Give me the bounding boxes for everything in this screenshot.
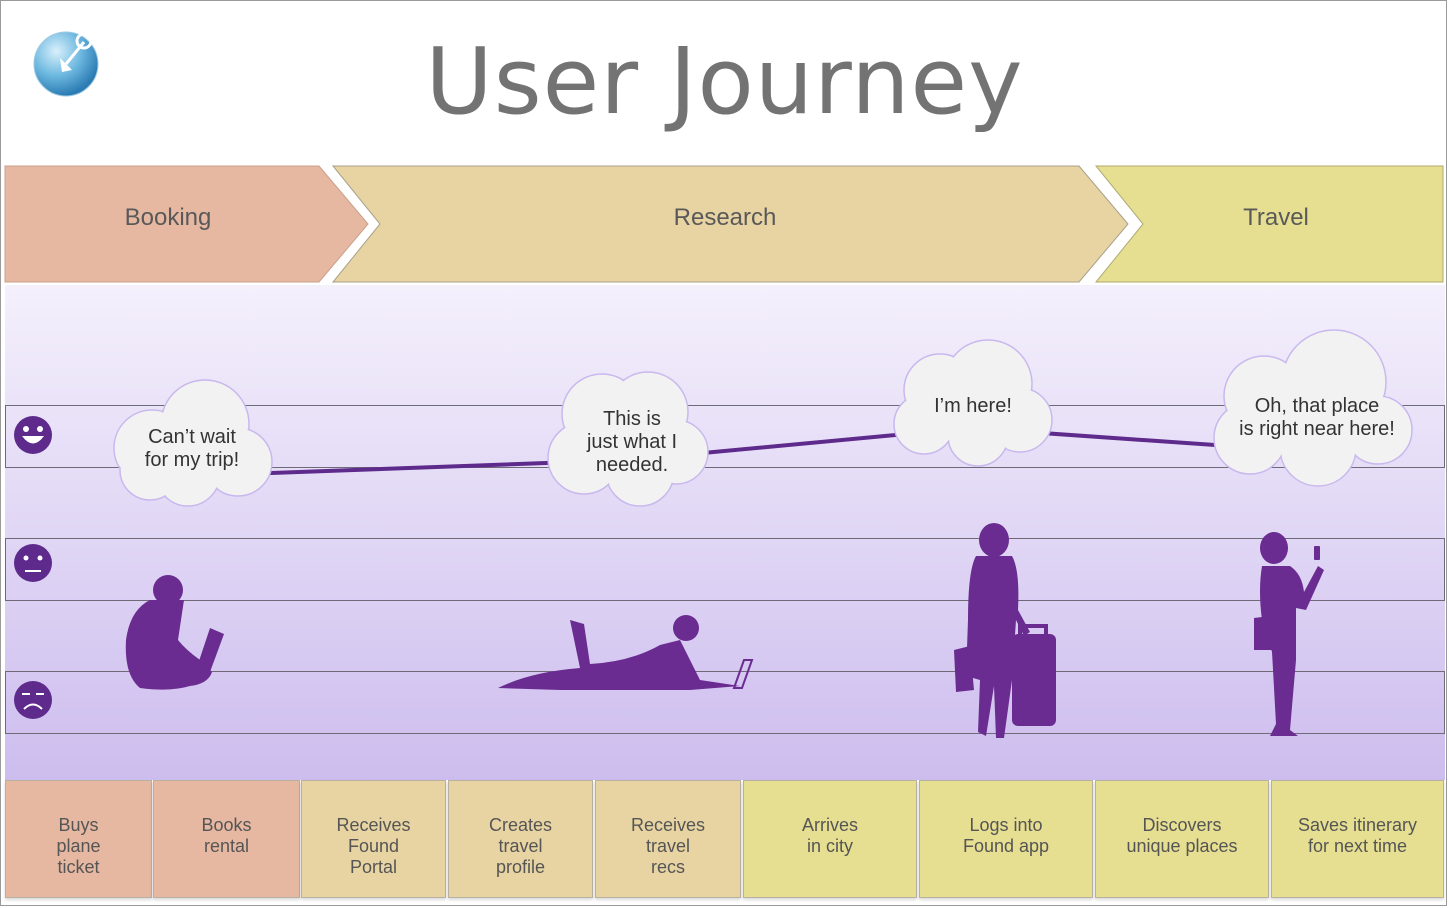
person-lying-laptop-icon [498,615,754,690]
phase-label-research: Research [673,204,777,231]
cloud-text-4: Oh, that place is right near here! [1239,395,1395,440]
step-buys-plane-ticket: Buys plane ticket [5,780,152,898]
cloud-text-3: I’m here! [934,395,1012,417]
step-logs-into-found-app: Logs into Found app [919,780,1093,898]
step-creates-travel-profile: Creates travel profile [448,780,593,898]
step-receives-travel-recs: Receives travel recs [595,780,741,898]
neutral-face-icon [14,544,52,582]
cloud-text-1: Can’t wait for my trip! [144,426,240,471]
step-arrives-in-city: Arrives in city [743,780,917,898]
happy-row [5,405,1445,468]
traveler-with-suitcase-icon [954,523,1056,738]
page-title: User Journey [425,28,1024,135]
step-receives-found-portal: Receives Found Portal [301,780,446,898]
emotion-line [189,425,1317,478]
phase-chevron-research [331,165,1129,283]
step-saves-itinerary: Saves itinerary for next time [1271,780,1444,898]
step-books-rental: Books rental [153,780,300,898]
cloud-text-2: This is just what I needed. [586,408,678,476]
step-discovers-unique-places: Discovers unique places [1095,780,1269,898]
phase-label-travel: Travel [1243,204,1309,231]
person-with-phone-icon [1254,532,1324,736]
pin-globe-icon [33,31,99,97]
neutral-row [5,538,1445,601]
phase-label-booking: Booking [124,204,212,231]
person-sitting-tablet-icon [125,575,224,690]
sad-face-icon [14,681,52,719]
sad-row [5,671,1445,734]
phase-chevron-booking [4,165,369,283]
happy-face-icon [14,416,52,454]
emotion-band [5,285,1445,780]
phase-chevron-travel [1094,165,1444,283]
